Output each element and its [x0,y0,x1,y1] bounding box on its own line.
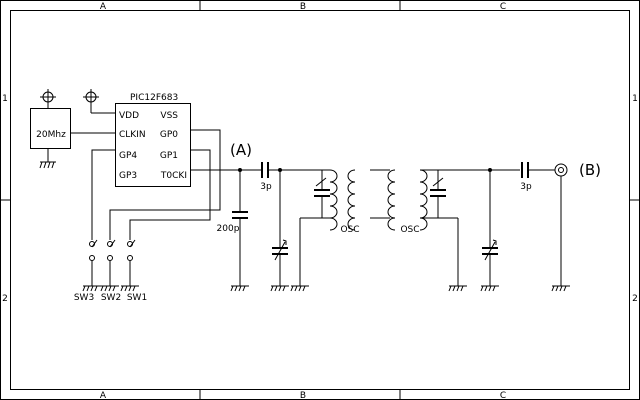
osc-2-label: OSC [400,225,419,235]
switch-label-sw1: SW1 [127,293,147,303]
zone-label-right-2: 2 [632,294,638,304]
zone-label-bottom-a: A [100,391,107,400]
zone-label-left-2: 2 [2,294,8,304]
node-label-b: (B) [579,161,601,179]
zone-label-top-c: C [500,2,506,12]
capacitor-series-1-label: 3p [260,182,272,192]
zone-label-top-a: A [100,2,107,12]
capacitor-series-1: 3p [260,162,320,192]
zone-label-right-1: 1 [632,94,638,104]
switch-sw1: SW1 [120,239,147,303]
capacitor-series-2: 3p [520,162,555,192]
zone-label-top-b: B [300,2,306,12]
chip-pin-gp1: GP1 [160,151,178,161]
zone-label-bottom-b: B [300,391,306,400]
power-symbol-chip [83,89,115,114]
switch-wiring [91,129,221,240]
power-symbol-crystal [40,89,56,108]
capacitor-200p: 200p [217,170,249,292]
chip-pin-vss: VSS [160,111,178,121]
switch-sw2: SW2 [100,239,121,303]
node-label-a: (A) [230,141,252,159]
osc-coil-2: OSC [387,169,520,292]
zone-label-bottom-c: C [500,391,506,400]
output-connector: (B) [551,161,601,292]
trimmer-capacitor-1 [270,170,289,292]
pic-chip: PIC12F683 VDD CLKIN GP4 GP3 VSS GP0 GP1 … [115,93,191,187]
chip-pin-vdd: VDD [119,111,139,121]
zone-label-left-1: 1 [2,94,8,104]
osc-1-label: OSC [340,225,359,235]
chip-pin-t0cki: T0CKI [160,171,187,181]
switch-label-sw2: SW2 [101,293,121,303]
chip-pin-gp3: GP3 [119,171,137,181]
chip-pin-gp4: GP4 [119,151,137,161]
trimmer-capacitor-2 [480,168,499,292]
capacitor-200p-label: 200p [217,224,240,234]
crystal-label: 20Mhz [36,130,66,140]
crystal-oscillator: 20Mhz [30,108,115,169]
signal-path: (A) [190,141,262,172]
chip-pin-clkin: CLKIN [119,130,146,140]
chip-pin-gp0: GP0 [160,130,178,140]
switch-sw3: SW3 [74,239,101,303]
switch-label-sw3: SW3 [74,293,94,303]
osc-coil-1: OSC [290,169,360,292]
capacitor-series-2-label: 3p [520,182,532,192]
chip-name: PIC12F683 [130,93,178,103]
